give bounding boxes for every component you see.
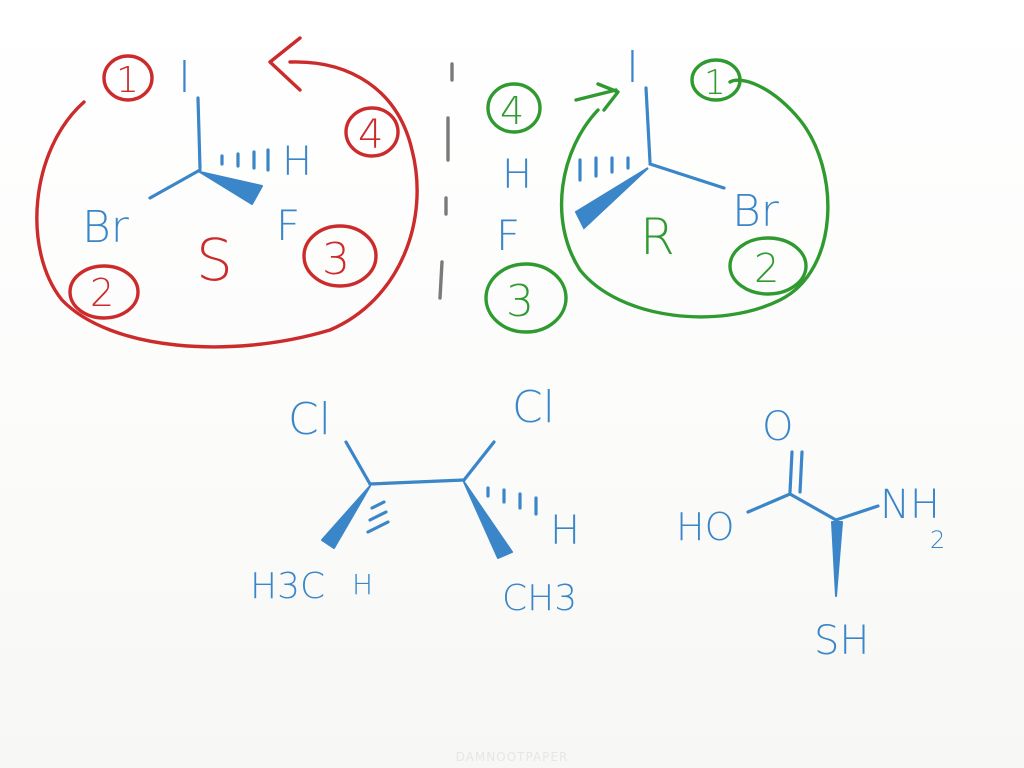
right-bond-top	[644, 86, 652, 164]
left-atom-fluorine: F	[276, 201, 300, 250]
amino-atom-nh: NH	[880, 482, 940, 528]
dichloro-atom-cl-right: Cl	[512, 382, 555, 433]
right-wedge-bond	[574, 167, 649, 230]
right-priority-circle-4	[486, 82, 542, 134]
right-priority-circle-3	[484, 262, 568, 334]
amino-bond-n	[834, 504, 880, 522]
dichloro-hashed-right	[486, 486, 538, 516]
amino-atom-thiol: SH	[814, 618, 869, 664]
right-hashed-bond	[578, 156, 630, 182]
left-priority-label-2: 2	[90, 271, 114, 315]
left-wedge-bond	[199, 171, 263, 205]
right-priority-circle-2	[728, 236, 808, 296]
right-priority-label-4: 4	[500, 89, 524, 133]
right-molecule: I Br H F	[496, 42, 780, 260]
dichloro-bond-cc	[368, 478, 466, 486]
dichloro-atom-cl-left: Cl	[288, 394, 331, 445]
dichloro-bond-cl-left	[344, 440, 372, 486]
right-atom-fluorine: F	[496, 211, 520, 260]
watermark: DAMNOOTPAPER	[455, 750, 569, 764]
mirror-plane-divider	[438, 62, 454, 300]
right-arrow-head	[596, 82, 620, 112]
dichloro-wedge-left	[321, 485, 371, 549]
dichloro-atom-h-left: H	[352, 568, 373, 601]
amino-acid-molecule: O HO NH 2 SH	[676, 404, 945, 664]
left-configuration-label: S	[196, 226, 233, 294]
left-rotation-arc	[35, 60, 419, 349]
right-atom-iodine: I	[626, 42, 639, 93]
amino-atom-oxygen: O	[762, 404, 793, 450]
left-atom-bromine: Br	[82, 202, 130, 253]
left-priority-label-1: 1	[116, 60, 139, 101]
dichloro-molecule: Cl Cl H3C H H CH3	[250, 382, 580, 619]
dichloro-bond-cl-right	[462, 440, 496, 482]
right-atom-hydrogen: H	[502, 152, 532, 198]
left-atom-hydrogen: H	[282, 139, 312, 185]
left-arrow-head	[268, 36, 302, 92]
right-annotations: 4 1 2 3 R	[484, 58, 830, 334]
dichloro-wedge-right	[463, 481, 513, 559]
left-priority-circle-3	[302, 224, 378, 288]
right-atom-bromine: Br	[732, 186, 780, 237]
right-bond-br	[648, 162, 726, 190]
left-annotations: 1 2 3 4 S	[35, 36, 419, 349]
left-priority-circle-1	[102, 54, 154, 102]
right-priority-label-1: 1	[704, 63, 726, 103]
amino-bond-calpha	[788, 492, 838, 522]
dichloro-atom-ch3-left: H3C	[250, 566, 325, 607]
right-priority-label-2: 2	[754, 246, 779, 292]
dichloro-hashed-left	[366, 500, 390, 534]
amino-carbonyl-bond-1	[788, 450, 794, 494]
left-hashed-bond	[220, 148, 270, 172]
right-priority-label-3: 3	[506, 276, 534, 327]
right-configuration-label: R	[640, 208, 675, 266]
amino-carbonyl-bond-2	[798, 450, 804, 494]
left-priority-circle-4	[344, 106, 400, 158]
left-priority-label-4: 4	[358, 112, 383, 158]
left-priority-label-3: 3	[322, 234, 350, 285]
amino-atom-nh-subscript: 2	[930, 526, 945, 554]
amino-wedge-sh	[831, 521, 843, 597]
left-bond-top	[196, 96, 202, 170]
right-arrow-shaft	[574, 88, 618, 102]
right-rotation-circle	[559, 78, 830, 319]
amino-atom-hydroxyl: HO	[676, 505, 734, 549]
amino-bond-oh	[746, 492, 792, 514]
left-bond-br	[148, 168, 202, 200]
dichloro-atom-h-right: H	[550, 508, 580, 554]
left-atom-iodine: I	[178, 52, 191, 103]
dichloro-atom-ch3-right: CH3	[502, 578, 577, 619]
left-molecule: I Br H F	[82, 52, 312, 253]
left-priority-circle-2	[68, 264, 140, 320]
